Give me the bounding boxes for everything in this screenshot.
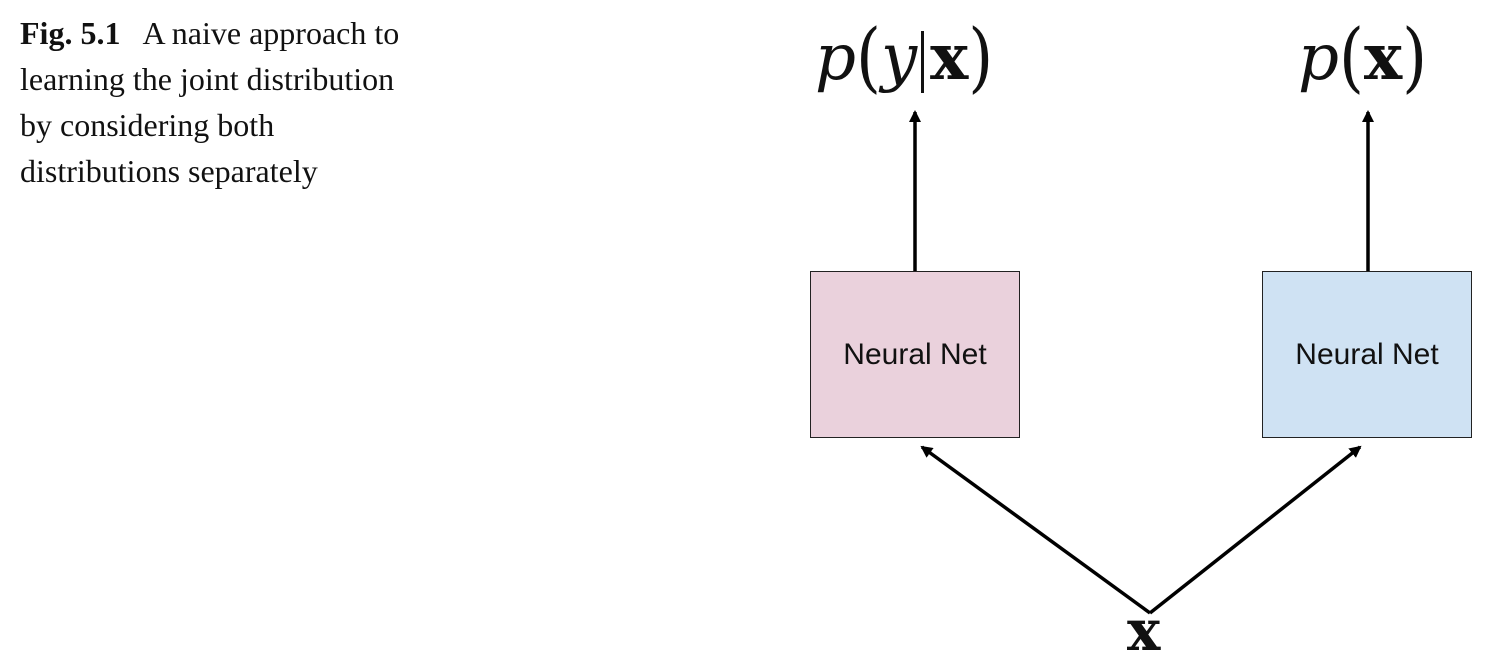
symbol-x-right: x bbox=[1363, 20, 1403, 95]
arrow-input-to-left-net bbox=[920, 445, 1152, 615]
paren-open-left: ( bbox=[855, 14, 881, 102]
caption-line-2: learning the joint distribution bbox=[20, 61, 395, 97]
arrow-input-to-right-net bbox=[1148, 445, 1362, 615]
caption-line-1: A naive approach to bbox=[142, 15, 400, 51]
paren-close-left: ) bbox=[968, 14, 994, 102]
figure-caption: Fig. 5.1 A naive approach to learning the… bbox=[20, 10, 480, 194]
symbol-x-left: x bbox=[930, 20, 969, 95]
neural-net-box-right: Neural Net bbox=[1262, 271, 1472, 438]
neural-net-label-left: Neural Net bbox=[843, 337, 987, 371]
paren-close-right: ) bbox=[1402, 14, 1428, 102]
caption-line-3: by considering both bbox=[20, 107, 275, 143]
paren-open-right: ( bbox=[1338, 14, 1364, 102]
input-x-label: x bbox=[1127, 598, 1161, 664]
marginal-output-label: p(x) bbox=[1298, 20, 1427, 96]
figure-label: Fig. 5.1 bbox=[20, 15, 121, 51]
neural-net-box-left: Neural Net bbox=[810, 271, 1020, 438]
caption-line-4: distributions separately bbox=[20, 153, 318, 189]
symbol-p-left: p bbox=[815, 21, 856, 95]
conditional-bar bbox=[921, 31, 925, 93]
neural-net-label-right: Neural Net bbox=[1295, 337, 1439, 371]
symbol-p-right: p bbox=[1298, 21, 1339, 95]
symbol-y: y bbox=[880, 21, 918, 95]
